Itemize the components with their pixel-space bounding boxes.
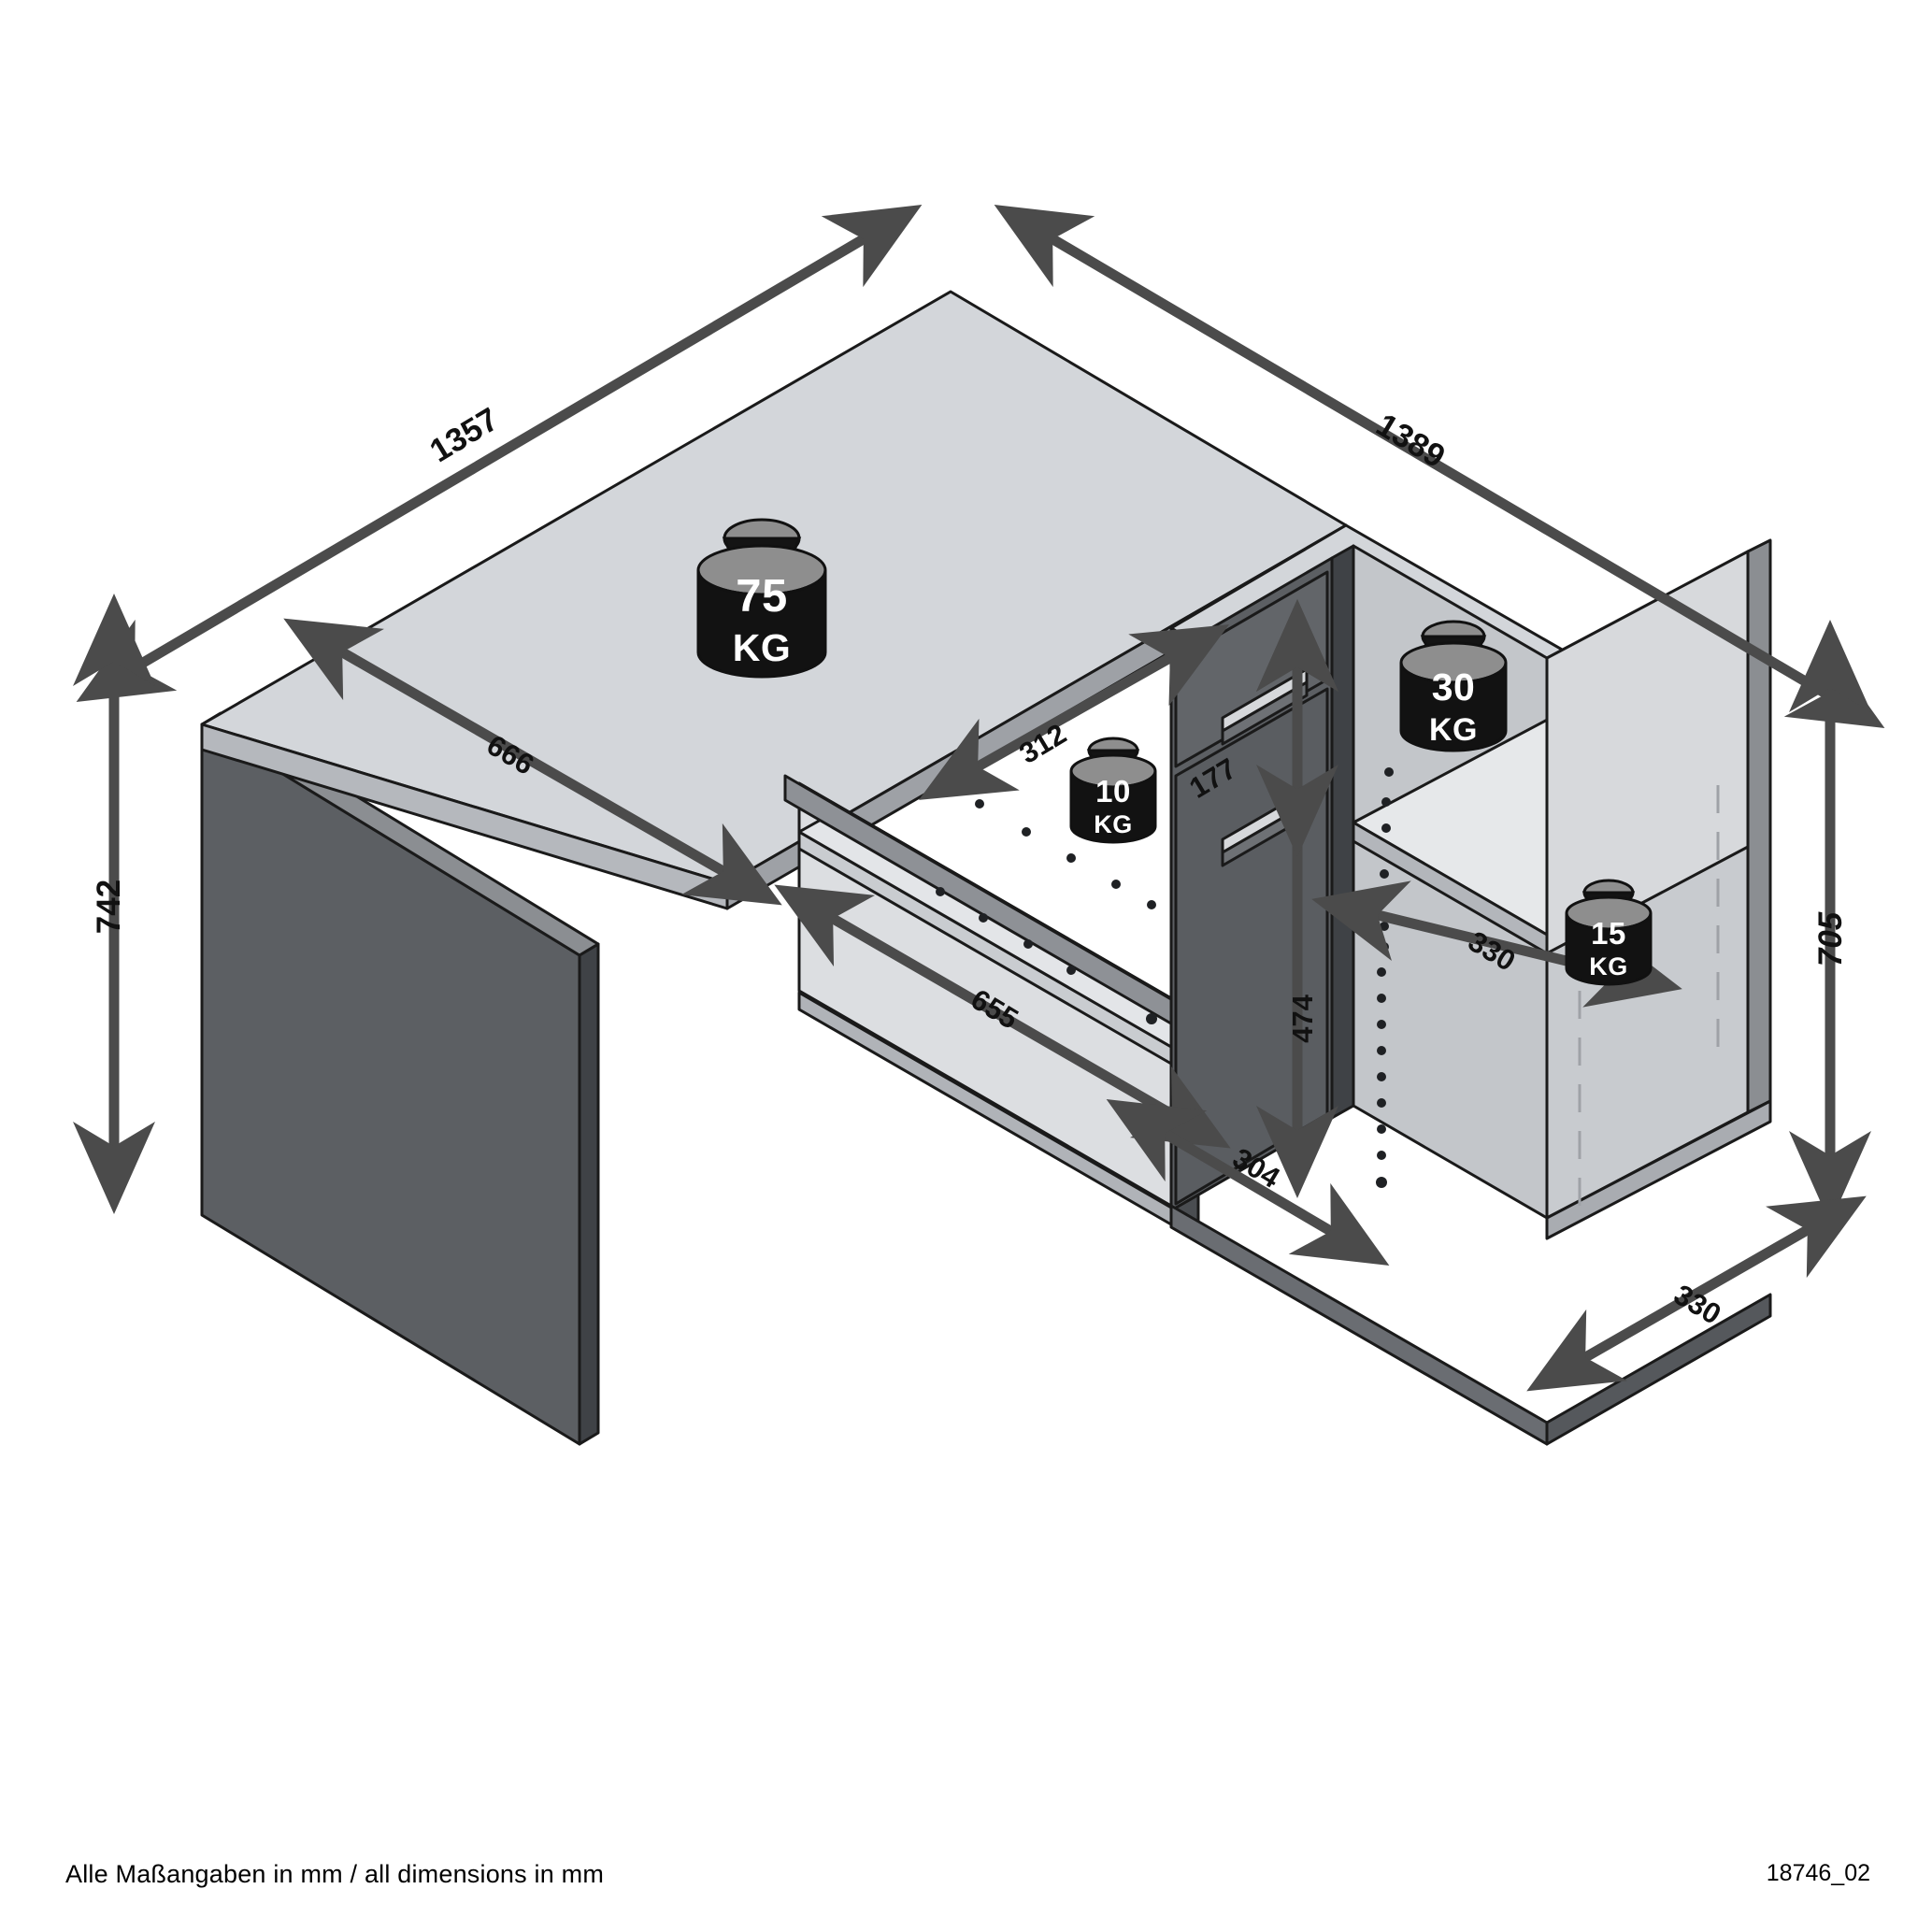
dowel-marks xyxy=(1578,785,1720,1206)
weight-icon-75 xyxy=(696,518,827,679)
document-code: 18746_02 xyxy=(1766,1860,1870,1886)
arrow-666 xyxy=(283,618,782,906)
footer-note: Alle Maßangaben in mm / all dimensions i… xyxy=(65,1860,605,1888)
load-value-30: 30 xyxy=(1431,665,1476,708)
weight-icon-15 xyxy=(1565,879,1653,986)
load-unit-75: KG xyxy=(732,626,792,669)
weight-icon-10 xyxy=(1069,737,1157,844)
arrow-1357 xyxy=(76,204,923,703)
weight-icon-30 xyxy=(1399,620,1508,752)
dimension-arrows xyxy=(73,204,1885,1392)
load-badge-30kg: 30 KG xyxy=(1396,608,1510,762)
drawer-door-front xyxy=(1169,556,1334,1212)
load-unit-30: KG xyxy=(1429,711,1478,748)
load-badge-10kg: 10 KG xyxy=(1067,727,1159,851)
dim-label-474: 474 xyxy=(1285,995,1319,1043)
load-value-15: 15 xyxy=(1591,916,1626,951)
load-unit-10: KG xyxy=(1094,810,1133,838)
dim-label-742: 742 xyxy=(91,879,128,935)
load-value-75: 75 xyxy=(736,571,788,622)
arrow-312 xyxy=(918,624,1230,800)
load-unit-15: KG xyxy=(1589,952,1628,980)
arrow-330-depth xyxy=(1526,1195,1867,1392)
load-badge-15kg: 15 KG xyxy=(1563,869,1654,993)
dim-label-705: 705 xyxy=(1812,911,1850,967)
load-value-10: 10 xyxy=(1095,774,1131,809)
arrow-655 xyxy=(774,884,1231,1149)
furniture-assembly xyxy=(200,290,1772,1446)
load-badge-75kg: 75 KG xyxy=(692,503,832,690)
arrow-1389 xyxy=(994,204,1885,729)
arrow-304 xyxy=(1106,1098,1390,1267)
